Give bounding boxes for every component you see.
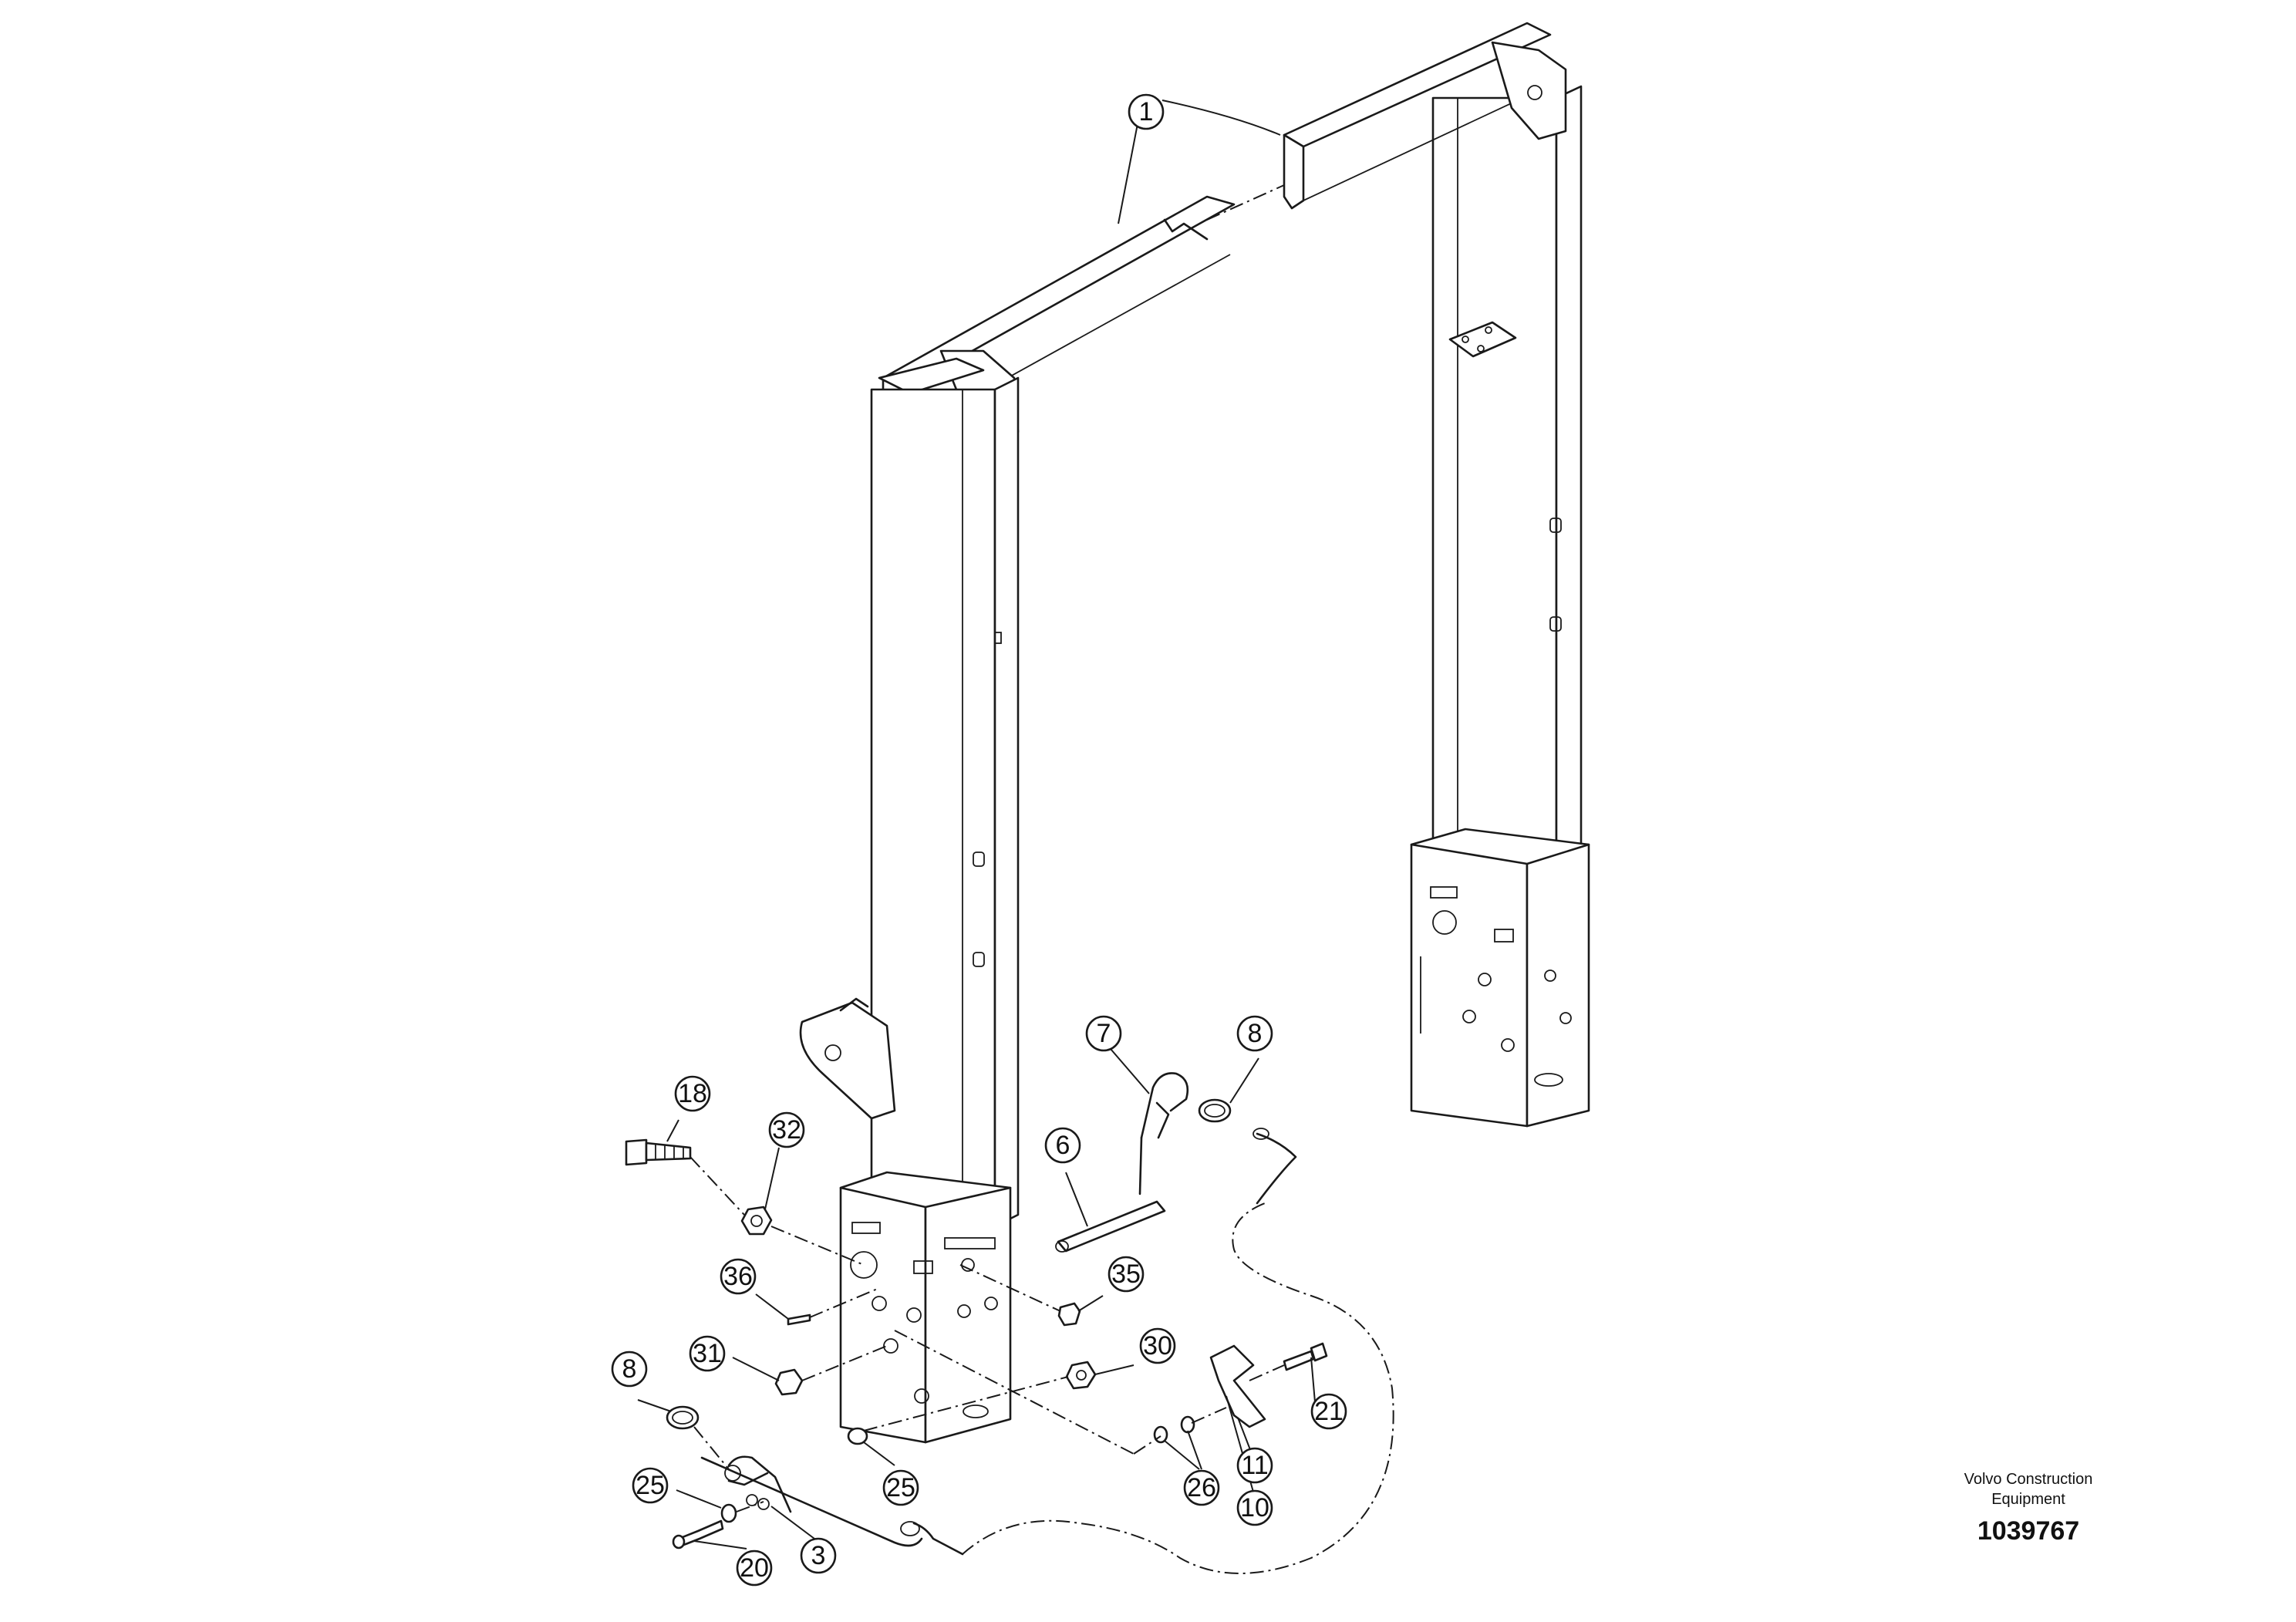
drawing-number: 1039767 <box>1977 1516 2080 1546</box>
callout-1: 1 <box>1128 93 1165 130</box>
washer-25-right <box>847 1427 868 1445</box>
svg-text:1: 1 <box>1139 97 1154 126</box>
svg-text:3: 3 <box>811 1541 826 1570</box>
cable-lanyard-bottom <box>700 1456 964 1556</box>
svg-text:35: 35 <box>1111 1259 1141 1289</box>
callout-21: 21 <box>1310 1393 1347 1430</box>
svg-text:30: 30 <box>1143 1331 1172 1361</box>
callout-6: 6 <box>1044 1127 1081 1164</box>
washer-25-left <box>720 1503 737 1523</box>
nut-32 <box>740 1206 773 1236</box>
assembly-centerlines <box>689 1156 1285 1512</box>
callout-30: 30 <box>1139 1327 1176 1364</box>
svg-text:26: 26 <box>1187 1473 1216 1502</box>
washers-26 <box>1153 1415 1195 1444</box>
cable-dashed-route <box>962 1202 1394 1574</box>
svg-text:8: 8 <box>622 1354 637 1384</box>
callout-8-top: 8 <box>1236 1015 1273 1052</box>
callout-32: 32 <box>768 1111 805 1148</box>
bolt-18 <box>625 1138 692 1166</box>
callout-25-right: 25 <box>882 1469 919 1506</box>
nut-31 <box>774 1368 804 1396</box>
callout-36: 36 <box>720 1258 757 1295</box>
svg-text:10: 10 <box>1240 1493 1269 1523</box>
callout-25-left: 25 <box>632 1467 669 1504</box>
callout-18: 18 <box>674 1075 711 1112</box>
callout-20: 20 <box>736 1549 773 1587</box>
pin-36 <box>787 1313 811 1326</box>
bolt-21 <box>1283 1342 1328 1371</box>
callout-7: 7 <box>1085 1015 1122 1052</box>
svg-text:36: 36 <box>723 1262 753 1291</box>
brand-label: Volvo Construction Equipment <box>1920 1469 2136 1509</box>
svg-text:7: 7 <box>1097 1019 1111 1048</box>
right-post <box>1410 85 1590 1128</box>
lynch-pin-7 <box>1138 1072 1189 1195</box>
ring-8-top <box>1198 1098 1232 1123</box>
svg-text:20: 20 <box>740 1553 769 1583</box>
callout-leaders <box>637 99 1316 1549</box>
callout-35: 35 <box>1108 1256 1145 1293</box>
latch-handle-10-11 <box>1209 1344 1266 1428</box>
callout-3: 3 <box>800 1537 837 1574</box>
svg-text:11: 11 <box>1241 1451 1268 1480</box>
callout-26: 26 <box>1183 1469 1220 1506</box>
beam-break-centerline <box>1206 184 1285 221</box>
brand-line-1: Volvo Construction <box>1964 1471 2093 1488</box>
nut-30 <box>1065 1361 1097 1390</box>
spring-clip-3 <box>724 1455 792 1513</box>
callout-11: 11 <box>1236 1447 1273 1484</box>
svg-text:32: 32 <box>772 1115 801 1145</box>
svg-text:31: 31 <box>693 1339 722 1368</box>
svg-text:25: 25 <box>886 1473 915 1502</box>
ring-8-left <box>666 1405 700 1430</box>
brand-line-2: Equipment <box>1991 1491 2065 1508</box>
cable-lanyard-top <box>1253 1128 1297 1205</box>
svg-text:6: 6 <box>1056 1131 1070 1160</box>
svg-text:18: 18 <box>678 1079 707 1108</box>
svg-text:8: 8 <box>1248 1019 1263 1048</box>
pin-6 <box>1055 1200 1166 1253</box>
left-foot-bracket <box>839 1171 1012 1444</box>
screw-35 <box>1057 1302 1081 1327</box>
bolt-20 <box>672 1519 724 1549</box>
svg-text:25: 25 <box>636 1471 665 1500</box>
callout-8-left: 8 <box>611 1351 648 1388</box>
callout-31: 31 <box>689 1335 726 1372</box>
callout-10: 10 <box>1236 1489 1273 1526</box>
left-post <box>799 376 1020 1228</box>
svg-text:21: 21 <box>1314 1397 1344 1426</box>
